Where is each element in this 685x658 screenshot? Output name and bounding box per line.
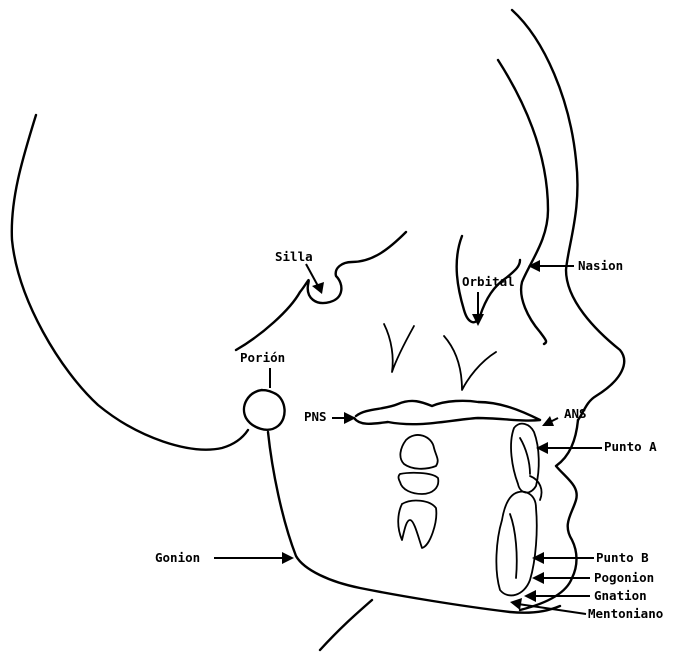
leader-gonion xyxy=(214,552,294,564)
leader-pns xyxy=(332,412,356,424)
label-gonion: Gonion xyxy=(155,552,200,565)
label-porion: Porión xyxy=(240,352,285,365)
palate-outline xyxy=(354,401,540,424)
leader-gnation xyxy=(524,590,590,602)
leader-punto-b xyxy=(532,552,594,564)
neck-line xyxy=(320,600,372,650)
label-punto-b: Punto B xyxy=(596,552,649,565)
pterygoid-left xyxy=(384,324,414,372)
label-silla: Silla xyxy=(275,251,313,264)
label-gnation: Gnation xyxy=(594,590,647,603)
label-ans: ANS xyxy=(564,408,587,421)
leader-ans xyxy=(542,416,558,426)
molar-tooth xyxy=(398,435,438,548)
label-orbital: Orbital xyxy=(462,276,515,289)
frontal-bone-inner xyxy=(498,60,548,344)
label-mentoniano: Mentoniano xyxy=(588,608,663,621)
leader-pogonion xyxy=(532,572,590,584)
label-pogonion: Pogonion xyxy=(594,572,654,585)
forehead-nose-profile xyxy=(512,10,624,420)
upper-incisor xyxy=(511,424,539,493)
pterygoid-right xyxy=(444,336,496,390)
cranium-outline xyxy=(12,115,248,450)
label-pns: PNS xyxy=(304,411,327,424)
label-nasion: Nasion xyxy=(578,260,623,273)
porion-outline xyxy=(244,390,285,430)
mandible-outline xyxy=(268,432,560,613)
label-punto-a: Punto A xyxy=(604,441,657,454)
